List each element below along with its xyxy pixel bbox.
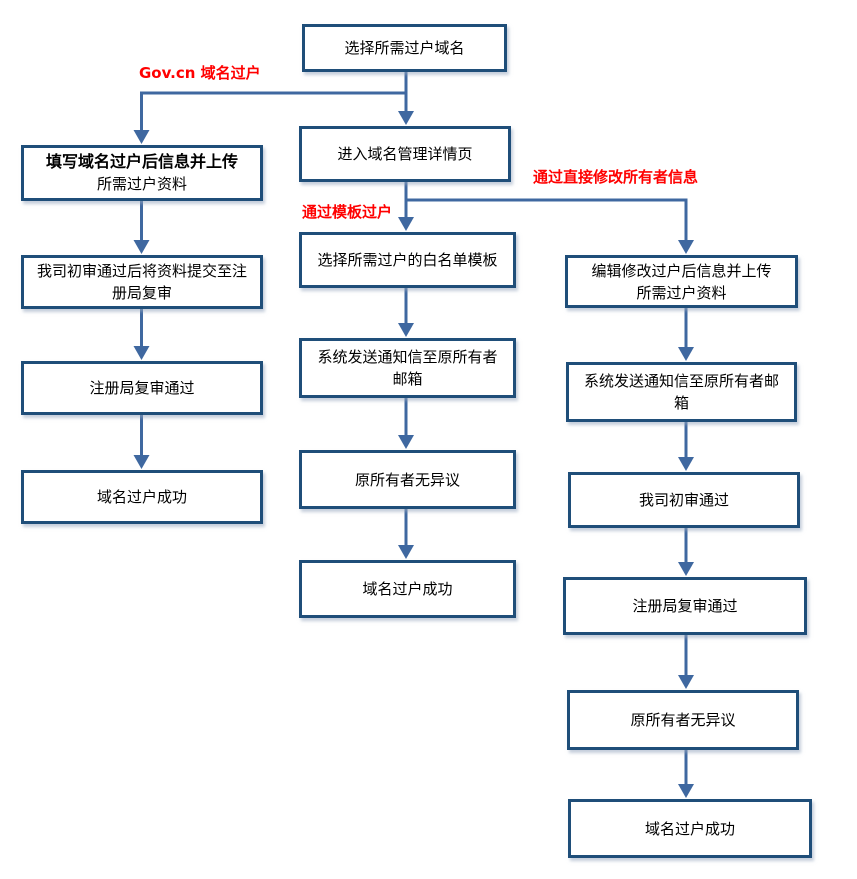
flow-node-label: 原所有者无异议	[630, 711, 736, 729]
flow-node-label: 域名过户成功	[362, 580, 453, 598]
flow-node-label: 选择所需过户域名	[344, 39, 465, 57]
flow-node-label: 填写域名过户后信息并上传	[45, 152, 238, 171]
branch-label-template: 通过模板过户	[302, 203, 393, 221]
flow-node-right-system-notify-email: 系统发送通知信至原所有者邮 箱	[566, 362, 797, 422]
flow-node-label: 所需过户资料	[636, 283, 727, 302]
flow-node-left-fill-info: 填写域名过户后信息并上传 所需过户资料	[21, 145, 263, 201]
flow-node-right-initial-review-passed: 我司初审通过	[568, 472, 800, 528]
connector-mid1-to-right1	[406, 198, 694, 254]
flow-node-label: 系统发送通知信至原所有者邮	[583, 372, 779, 390]
flow-node-label: 选择所需过户的白名单模板	[317, 251, 498, 269]
flow-node-label: 册局复审	[111, 284, 172, 302]
flow-node-label: 注册局复审通过	[632, 597, 738, 615]
flow-node-label: 进入域名管理详情页	[337, 145, 473, 163]
flow-node-label: 我司初审通过	[638, 491, 729, 509]
flow-node-left-transfer-success: 域名过户成功	[21, 470, 263, 524]
flow-node-label: 域名过户成功	[644, 819, 735, 838]
flow-node-mid-select-whitelist-template: 选择所需过户的白名单模板	[299, 232, 516, 288]
branch-label-gov-cn: Gov.cn 域名过户	[139, 64, 261, 82]
flow-node-right-no-objection: 原所有者无异议	[567, 690, 799, 750]
flow-node-left-registry-review-passed: 注册局复审通过	[21, 361, 263, 415]
branch-label-direct-modify: 通过直接修改所有者信息	[533, 168, 699, 186]
flow-node-right-registry-review-passed: 注册局复审通过	[563, 577, 807, 635]
flow-node-mid-no-objection: 原所有者无异议	[299, 450, 516, 509]
flow-node-label: 编辑修改过户后信息并上传	[591, 261, 772, 280]
flow-node-mid-transfer-success: 域名过户成功	[299, 560, 516, 618]
flow-node-label: 箱	[673, 394, 689, 412]
flow-node-label: 所需过户资料	[96, 175, 187, 193]
flow-node-mid-system-notify-email: 系统发送通知信至原所有者 邮箱	[299, 338, 516, 398]
flow-node-mid-domain-detail-page: 进入域名管理详情页	[299, 126, 511, 182]
flow-node-right-transfer-success: 域名过户成功	[568, 799, 812, 858]
connector-start-to-left1	[133, 91, 406, 144]
flow-node-label: 域名过户成功	[96, 488, 187, 506]
flow-node-start: 选择所需过户域名	[302, 24, 507, 72]
flow-node-left-initial-review-submit: 我司初审通过后将资料提交至注 册局复审	[21, 255, 263, 309]
flow-node-label: 原所有者无异议	[354, 470, 460, 489]
flow-node-label: 邮箱	[392, 370, 423, 388]
flow-node-label: 系统发送通知信至原所有者	[317, 348, 498, 366]
flow-node-label: 我司初审通过后将资料提交至注	[36, 262, 247, 280]
flow-node-label: 注册局复审通过	[89, 379, 195, 397]
flow-node-right-edit-info-upload: 编辑修改过户后信息并上传 所需过户资料	[565, 255, 798, 308]
